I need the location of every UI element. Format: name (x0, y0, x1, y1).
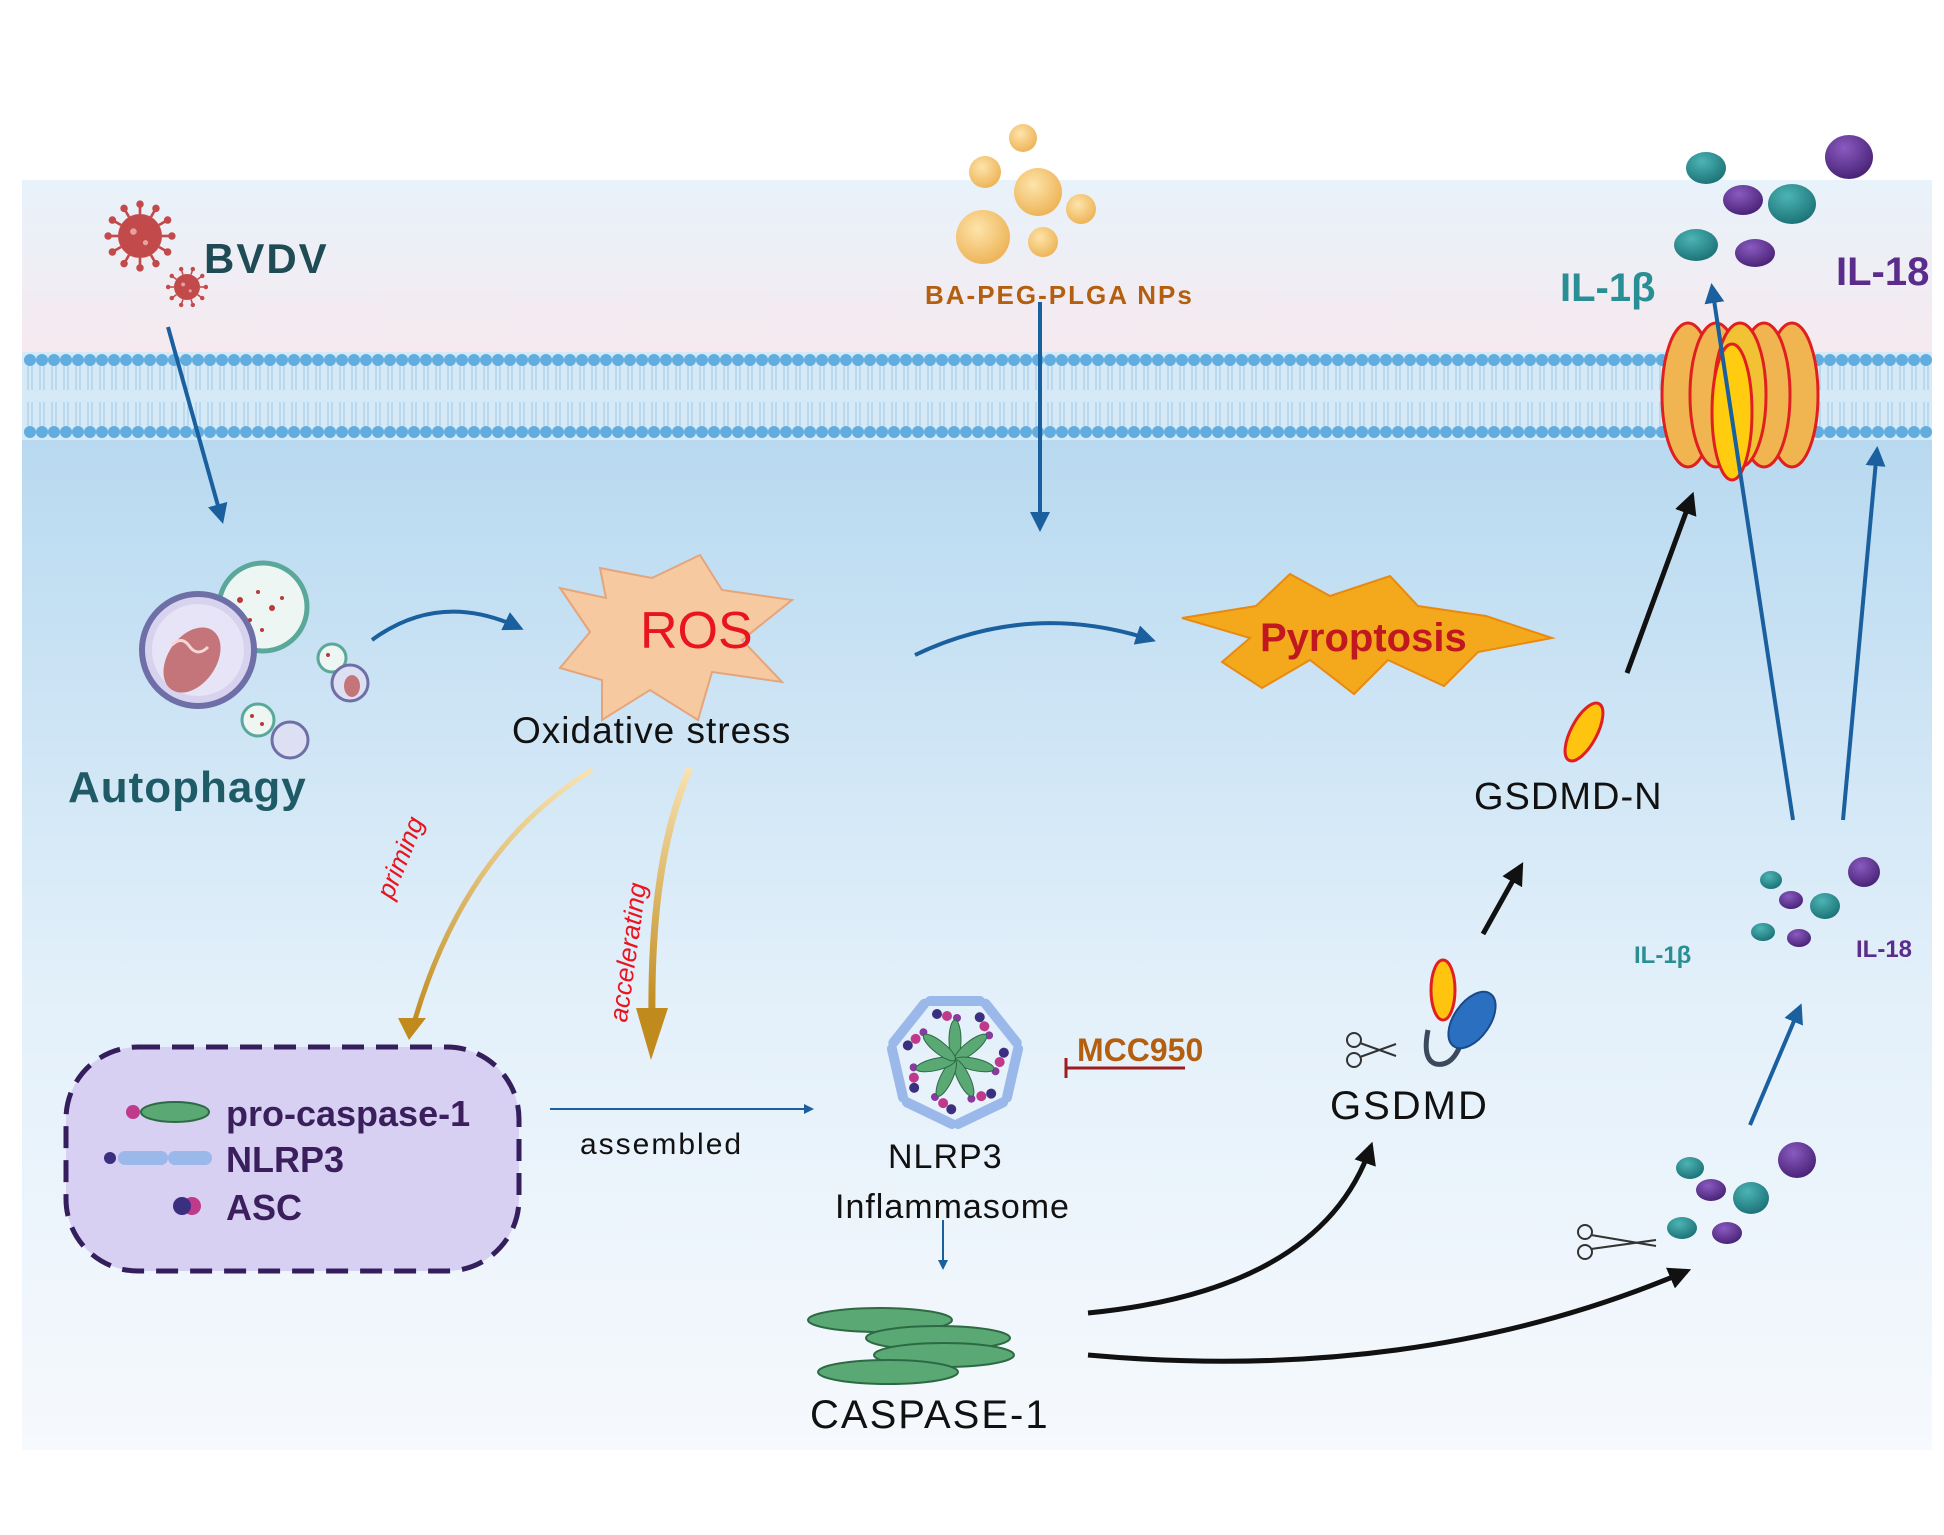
pathway-arrows (166, 283, 1886, 1126)
ros-starburst (557, 553, 795, 722)
autophagy-label: Autophagy (68, 763, 307, 812)
pyroptosis-label: Pyroptosis (1260, 616, 1467, 660)
priming-arrow (398, 767, 594, 1040)
asc-icon (173, 1197, 201, 1215)
il1b-label-top: IL-1β (1560, 266, 1656, 310)
gsdmd-n-label: GSDMD-N (1474, 776, 1663, 818)
inflammasome-icon (886, 996, 1024, 1130)
scissors-icon (1346, 1032, 1397, 1068)
nanoparticle-icon (956, 124, 1096, 264)
cell-membrane (22, 352, 1932, 440)
virus-icon (104, 200, 209, 308)
cytokine-icon (1751, 857, 1880, 947)
gsdmd-icon (1423, 958, 1497, 1067)
oxidative-stress-label: Oxidative stress (512, 710, 792, 751)
bvdv-label: BVDV (204, 235, 329, 282)
cleavage-arrows (1087, 491, 1697, 1364)
membrane-pore-icon (1660, 321, 1820, 482)
inhibition-line (1064, 1058, 1185, 1078)
cytokine-icon (1674, 135, 1873, 267)
nlrp3-icon (104, 1151, 212, 1165)
assembled-label: assembled (580, 1128, 744, 1161)
inflammasome-label-line2: Inflammasome (835, 1188, 1070, 1226)
il1b-label-small: IL-1β (1634, 942, 1692, 969)
asc-label: ASC (226, 1187, 303, 1228)
mcc950-label: MCC950 (1077, 1032, 1204, 1068)
cytoplasm (22, 440, 1932, 1450)
gsdmd-n-icon (1563, 701, 1605, 763)
pro-caspase-label: pro-caspase-1 (226, 1093, 471, 1134)
ros-label: ROS (640, 602, 753, 660)
pyroptosis-starburst (1181, 572, 1556, 696)
il18-label-small: IL-18 (1856, 936, 1913, 963)
caspase-icon (807, 1307, 1015, 1385)
il18-label-top: IL-18 (1836, 250, 1930, 294)
nanoparticle-label: BA-PEG-PLGA NPs (925, 280, 1194, 310)
nlrp3-label: NLRP3 (226, 1139, 345, 1180)
scissors-icon (1577, 1224, 1657, 1260)
autophagosome-icon (139, 560, 370, 760)
pro-caspase-icon (126, 1101, 210, 1123)
caspase1-label: CASPASE-1 (810, 1393, 1050, 1437)
cytokine-icon (1667, 1142, 1816, 1244)
gsdmd-label: GSDMD (1330, 1084, 1489, 1128)
inflammasome-label-line1: NLRP3 (888, 1138, 1003, 1176)
accelerating-arrow (636, 766, 694, 1060)
